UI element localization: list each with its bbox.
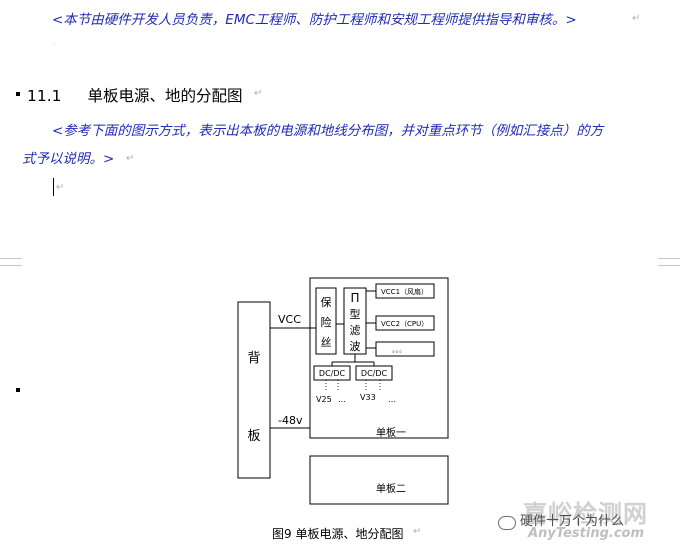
section-number: 11.1	[27, 87, 62, 105]
dc-output-ellipsis-2: …	[388, 395, 396, 404]
output-vcc2: VCC2（CPU）	[381, 320, 428, 328]
dc-output-ellipsis-1: …	[338, 395, 346, 404]
section-heading: 11.1 单板电源、地的分配图	[27, 84, 243, 106]
intro-note: <本节由硬件开发人员负责，EMC工程师、防护工程师和安规工程师提供指导和审核。>	[52, 12, 577, 28]
dcdc-label-2: DC/DC	[361, 369, 388, 378]
filter-char-1: 型	[350, 307, 361, 321]
paragraph-mark: ↵	[56, 182, 65, 193]
paragraph-mark: ·	[54, 42, 56, 49]
empty-bullet	[16, 388, 20, 392]
pi-symbol: Π	[350, 291, 359, 305]
page-break-left-marker	[0, 258, 22, 266]
paragraph-mark: ↵	[632, 13, 641, 24]
dcdc-wires	[331, 354, 375, 366]
heading-bullet	[16, 92, 20, 96]
fuse-char-3: 丝	[321, 336, 332, 349]
section-title: 单板电源、地的分配图	[87, 87, 243, 105]
fuse-char-2: 险	[321, 315, 332, 329]
paragraph-mark: ↵	[413, 526, 422, 537]
output-box-more	[375, 341, 435, 357]
instruction-line-2: 式予以说明。>	[22, 151, 115, 167]
filter-char-2: 滤	[350, 324, 361, 337]
instruction-line-1: <参考下面的图示方式，表示出本板的电源和地线分布图，并对重点环节（例如汇接点）的…	[52, 123, 604, 139]
backplane-char-1: 背	[247, 351, 260, 366]
board-one-box	[309, 277, 449, 439]
board-two-box	[309, 455, 449, 505]
dc-output-v33: V33	[360, 393, 376, 402]
backplane-char-2: 板	[247, 429, 260, 444]
watermark-main: 嘉峪检测网	[523, 500, 648, 528]
board-two-label: 单板二	[376, 482, 406, 495]
figure-caption: 图9 单板电源、地分配图	[272, 527, 404, 541]
power-ground-distribution-diagram: 背 板 VCC -48v 保 险 丝 Π 型 滤 波 VCC1（风扇） VCC2…	[237, 277, 449, 505]
vcc-label: VCC	[278, 313, 301, 326]
watermark-sub: AnyTesting.com	[528, 526, 644, 541]
fuse-char-1: 保	[321, 295, 332, 309]
board-one-label: 单板一	[376, 426, 406, 439]
neg48-label: -48v	[278, 414, 303, 427]
page-break-right-marker	[658, 258, 680, 266]
fuse-box	[315, 287, 337, 355]
dc-output-v25: V25	[316, 395, 332, 404]
paragraph-mark: ↵	[254, 88, 263, 99]
output-vcc1: VCC1（风扇）	[381, 287, 428, 296]
page-break	[0, 250, 680, 268]
text-cursor	[53, 178, 54, 196]
paragraph-mark: ↵	[126, 153, 135, 164]
wechat-icon	[498, 516, 516, 530]
wechat-watermark: 硬件十万个为什么	[520, 514, 625, 529]
output-more: 。。。	[392, 346, 406, 354]
dcdc-label-1: DC/DC	[319, 369, 346, 378]
filter-char-3: 波	[350, 340, 361, 353]
backplane-box	[237, 301, 271, 479]
